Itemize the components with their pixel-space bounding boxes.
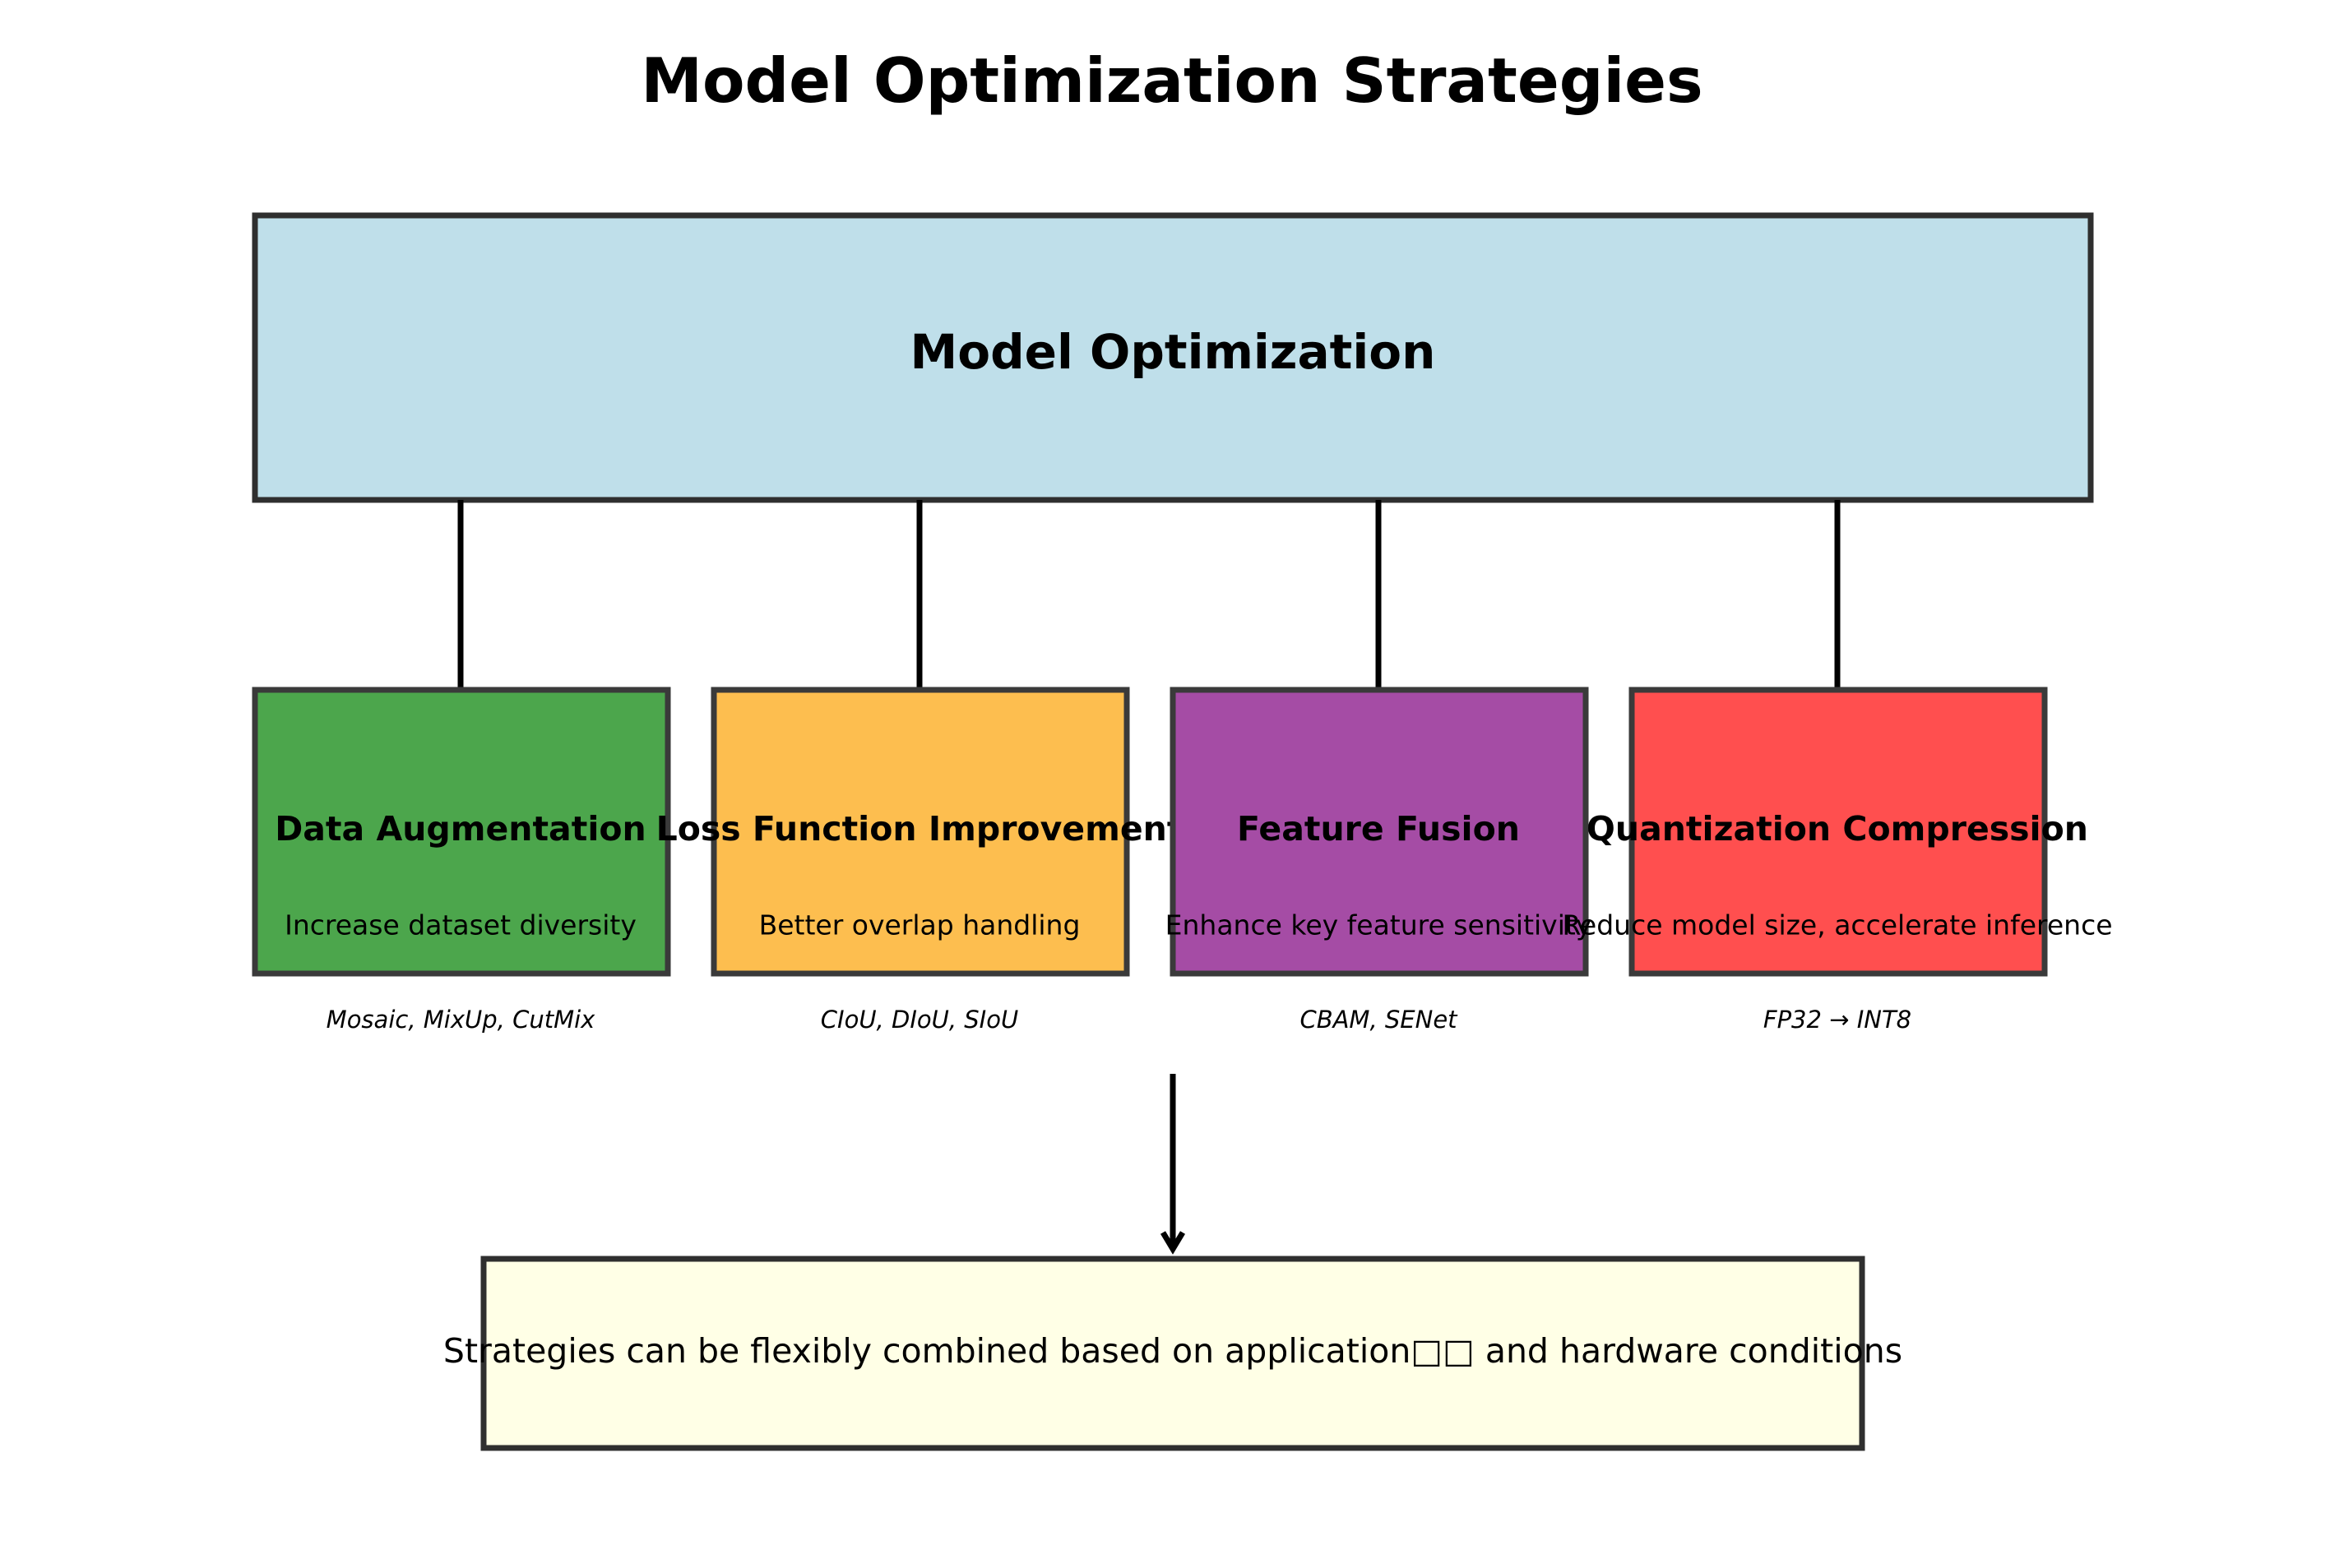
strategy-description: Increase dataset diversity <box>285 909 637 941</box>
strategy-loss-function-improvement: Loss Function Improvement Better overlap… <box>656 687 1184 1034</box>
arrowhead-icon <box>1160 1231 1186 1255</box>
summary-text: Strategies can be flexibly combined base… <box>443 1331 1902 1371</box>
strategy-name: Quantization Compression <box>1587 809 2088 849</box>
strategy-description: Reduce model size, accelerate inference <box>1562 909 2112 941</box>
strategy-box <box>1628 687 2048 977</box>
strategy-description: Better overlap handling <box>759 909 1081 941</box>
strategy-box <box>1170 687 1589 977</box>
summary-box <box>480 1256 1865 1451</box>
strategy-description: Enhance key feature sensitivity <box>1165 909 1592 941</box>
root-box <box>252 212 2094 503</box>
strategy-box <box>252 687 671 977</box>
strategy-name: Feature Fusion <box>1237 809 1520 849</box>
strategy-methods: FP32 → INT8 <box>1763 1006 1911 1034</box>
strategy-data-augmentation: Data Augmentation Increase dataset diver… <box>252 687 671 1034</box>
root-label: Model Optimization <box>910 324 1436 380</box>
diagram-title: Model Optimization Strategies <box>641 44 1702 117</box>
strategy-feature-fusion: Feature Fusion Enhance key feature sensi… <box>1165 687 1592 1034</box>
strategy-methods: CIoU, DIoU, SIoU <box>821 1006 1018 1034</box>
strategy-box <box>711 687 1130 977</box>
strategy-name: Loss Function Improvement <box>656 809 1184 849</box>
strategy-methods: Mosaic, MixUp, CutMix <box>327 1006 595 1034</box>
strategy-quantization-compression: Quantization Compression Reduce model si… <box>1562 687 2113 1034</box>
strategy-name: Data Augmentation <box>275 809 646 849</box>
strategy-methods: CBAM, SENet <box>1299 1006 1458 1034</box>
